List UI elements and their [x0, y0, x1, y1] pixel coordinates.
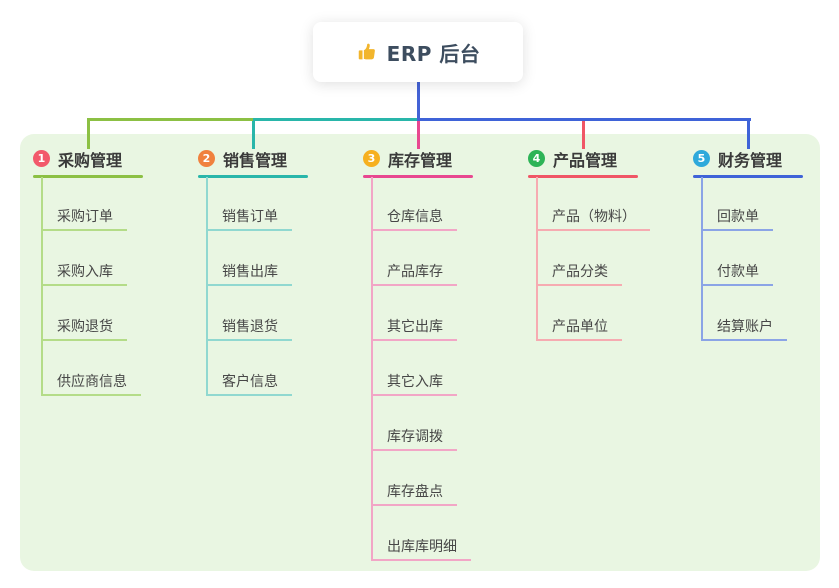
leaf-node[interactable]: 结算账户	[701, 317, 787, 341]
connector-drop-line	[747, 118, 750, 149]
branch-node-5[interactable]: 5 财务管理	[693, 148, 783, 170]
branch-trunk-line	[371, 177, 373, 561]
branch-badge: 1	[33, 150, 50, 167]
branch-node-1[interactable]: 1 采购管理	[33, 148, 123, 170]
leaf-node[interactable]: 采购入库	[41, 262, 127, 286]
connector-root-line	[417, 82, 420, 121]
leaf-node[interactable]: 产品（物料）	[536, 207, 650, 231]
leaf-node[interactable]: 回款单	[701, 207, 773, 231]
leaf-node[interactable]: 库存盘点	[371, 482, 457, 506]
leaf-node[interactable]: 供应商信息	[41, 372, 141, 396]
branch-underline	[363, 175, 473, 178]
branch-badge: 3	[363, 150, 380, 167]
leaf-node[interactable]: 采购订单	[41, 207, 127, 231]
leaf-node[interactable]: 仓库信息	[371, 207, 457, 231]
branch-trunk-line	[536, 177, 538, 341]
branch-node-4[interactable]: 4 产品管理	[528, 148, 618, 170]
branch-badge: 2	[198, 150, 215, 167]
branch-underline	[198, 175, 308, 178]
branches-panel	[20, 134, 820, 571]
branch-trunk-line	[206, 177, 208, 396]
leaf-node[interactable]: 销售订单	[206, 207, 292, 231]
connector-drop-line	[87, 118, 90, 149]
branch-title: 财务管理	[718, 150, 783, 170]
branch-trunk-line	[701, 177, 703, 341]
root-node[interactable]: ERP 后台	[313, 22, 523, 82]
connector-bus-segment	[419, 118, 751, 121]
branch-node-3[interactable]: 3 库存管理	[363, 148, 453, 170]
leaf-node[interactable]: 产品库存	[371, 262, 457, 286]
leaf-node[interactable]: 产品分类	[536, 262, 622, 286]
leaf-node[interactable]: 付款单	[701, 262, 773, 286]
root-title: ERP 后台	[386, 41, 481, 66]
leaf-node[interactable]: 库存调拨	[371, 427, 457, 451]
connector-drop-line	[582, 118, 585, 149]
leaf-node[interactable]: 采购退货	[41, 317, 127, 341]
leaf-node[interactable]: 客户信息	[206, 372, 292, 396]
connector-drop-line	[417, 118, 420, 149]
connector-drop-line	[252, 118, 255, 149]
branch-badge: 4	[528, 150, 545, 167]
leaf-node[interactable]: 出库库明细	[371, 537, 471, 561]
leaf-node[interactable]: 其它出库	[371, 317, 457, 341]
branch-badge: 5	[693, 150, 710, 167]
branch-underline	[33, 175, 143, 178]
branch-underline	[693, 175, 803, 178]
branch-title: 销售管理	[223, 150, 288, 170]
leaf-node[interactable]: 其它入库	[371, 372, 457, 396]
leaf-node[interactable]: 销售出库	[206, 262, 292, 286]
branch-title: 采购管理	[58, 150, 123, 170]
connector-bus-segment	[87, 118, 253, 121]
leaf-node[interactable]: 销售退货	[206, 317, 292, 341]
branch-trunk-line	[41, 177, 43, 396]
branch-title: 库存管理	[388, 150, 453, 170]
branch-node-2[interactable]: 2 销售管理	[198, 148, 288, 170]
connector-bus-segment	[253, 118, 419, 121]
branch-title: 产品管理	[553, 150, 618, 170]
leaf-node[interactable]: 产品单位	[536, 317, 622, 341]
thumbs-up-icon	[356, 41, 378, 63]
branch-underline	[528, 175, 638, 178]
